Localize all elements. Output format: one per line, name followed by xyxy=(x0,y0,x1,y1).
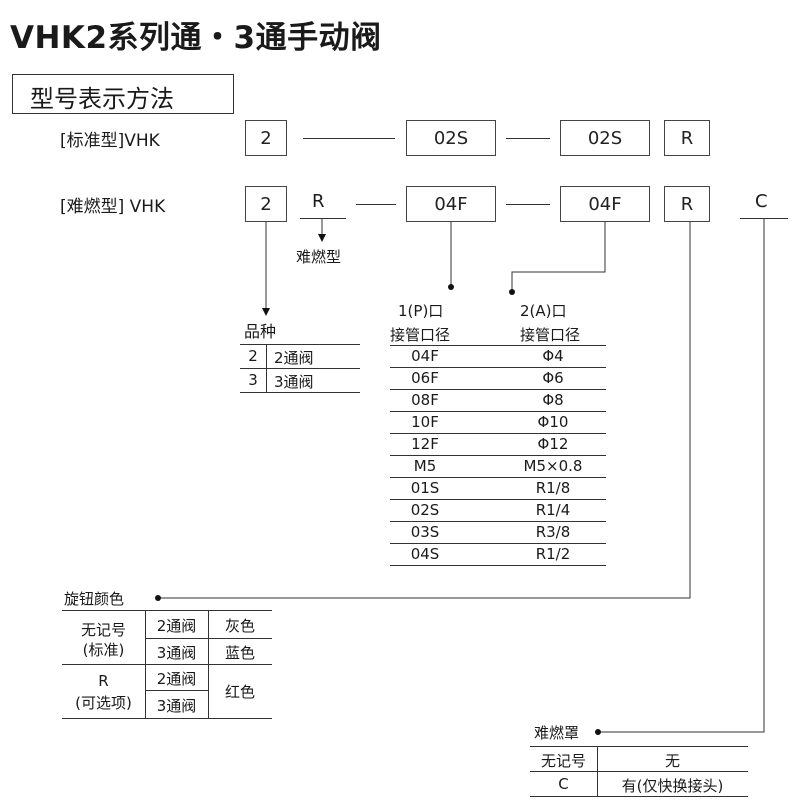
table-rule xyxy=(530,746,748,747)
table-rule xyxy=(240,392,360,393)
knob-group1-label: 无记号 xyxy=(80,621,126,639)
port1-code: 06F xyxy=(411,369,439,387)
table-rule xyxy=(240,368,360,369)
flame-code-r: R xyxy=(312,191,325,212)
table-rule xyxy=(145,690,208,691)
flame-code-port1: 04F xyxy=(406,186,496,222)
table-rule xyxy=(208,610,209,718)
section-frame xyxy=(12,74,234,114)
knob-valve-type: 3通阀 xyxy=(156,697,197,715)
std-code-knob: R xyxy=(664,120,710,156)
table-rule xyxy=(390,411,606,412)
variety-name: 3通阀 xyxy=(274,373,314,391)
port2-header-b: 接管口径 xyxy=(520,326,581,344)
knob-valve-type: 2通阀 xyxy=(156,617,197,635)
table-rule xyxy=(390,367,606,368)
flame-r-note: 难燃型 xyxy=(296,248,342,266)
std-code-variety: 2 xyxy=(245,120,287,156)
cover-desc: 有(仅快换接头) xyxy=(621,777,724,795)
port1-code: 10F xyxy=(411,413,439,431)
port1-code: 02S xyxy=(410,501,440,519)
table-rule xyxy=(390,565,606,566)
port1-header-a: 1(P)口 xyxy=(398,302,444,320)
table-rule xyxy=(62,610,272,611)
table-rule xyxy=(530,796,748,797)
variety-name: 2通阀 xyxy=(274,349,314,367)
port-size: Φ4 xyxy=(542,347,564,365)
port1-code: 04S xyxy=(410,545,440,563)
port-size: Φ10 xyxy=(537,413,569,431)
port1-code: 08F xyxy=(411,391,439,409)
table-rule xyxy=(266,344,267,392)
table-rule xyxy=(530,771,748,772)
cover-code: 无记号 xyxy=(540,752,586,770)
port-size: Φ6 xyxy=(542,369,564,387)
port-size: R1/2 xyxy=(535,545,571,563)
table-rule xyxy=(597,746,598,796)
table-rule xyxy=(62,664,272,665)
knob-group2-sub: (可选项) xyxy=(75,694,132,712)
flame-code-port2: 04F xyxy=(560,186,650,222)
knob-group2-label: R xyxy=(98,672,109,690)
std-code-port1: 02S xyxy=(406,120,496,156)
flame-code-variety: 2 xyxy=(245,186,287,222)
section-title: 型号表示方法 xyxy=(30,85,174,113)
cover-title: 难燃罩 xyxy=(534,724,580,742)
knob-title: 旋钮颜色 xyxy=(64,590,125,608)
knob-color: 红色 xyxy=(224,683,255,701)
table-rule xyxy=(390,455,606,456)
knob-valve-type: 2通阀 xyxy=(156,670,197,688)
table-rule xyxy=(390,477,606,478)
connector-line xyxy=(506,204,550,205)
port1-code: 12F xyxy=(411,435,439,453)
port-size: R1/8 xyxy=(535,479,571,497)
page-title: VHK2系列通・3通手动阀 xyxy=(10,20,382,56)
port-size: R1/4 xyxy=(535,501,571,519)
table-rule xyxy=(390,345,606,346)
flame-type-label: [难燃型] VHK xyxy=(60,197,166,217)
port-size: R3/8 xyxy=(535,523,571,541)
table-rule xyxy=(390,543,606,544)
variety-title: 品种 xyxy=(244,322,277,341)
std-code-port2: 02S xyxy=(560,120,650,156)
r-underline xyxy=(300,218,346,219)
variety-code: 3 xyxy=(248,371,258,389)
knob-color: 蓝色 xyxy=(224,644,255,662)
port1-header-b: 接管口径 xyxy=(390,326,451,344)
flame-code-cover: C xyxy=(755,191,768,212)
port-size: Φ12 xyxy=(537,435,569,453)
flame-code-knob: R xyxy=(664,186,710,222)
table-rule xyxy=(145,610,146,718)
connector-line xyxy=(303,138,395,139)
knob-group1-sub: (标准) xyxy=(82,641,125,659)
port1-code: 03S xyxy=(410,523,440,541)
table-rule xyxy=(390,521,606,522)
table-rule xyxy=(390,499,606,500)
connector-line xyxy=(356,204,396,205)
cover-code: C xyxy=(558,775,569,793)
variety-code: 2 xyxy=(248,347,258,365)
port1-code: 01S xyxy=(410,479,440,497)
port2-header-a: 2(A)口 xyxy=(520,302,567,320)
port1-code: M5 xyxy=(413,457,437,475)
port-size: M5×0.8 xyxy=(523,457,583,475)
table-rule xyxy=(62,718,272,719)
port-size: Φ8 xyxy=(542,391,564,409)
table-rule xyxy=(390,433,606,434)
knob-valve-type: 3通阀 xyxy=(156,644,197,662)
standard-type-label: [标准型]VHK xyxy=(60,131,160,151)
port1-code: 04F xyxy=(411,347,439,365)
table-rule xyxy=(390,389,606,390)
connector-line xyxy=(506,138,550,139)
cover-desc: 无 xyxy=(664,752,680,770)
knob-color: 灰色 xyxy=(224,617,255,635)
table-rule xyxy=(240,344,360,345)
